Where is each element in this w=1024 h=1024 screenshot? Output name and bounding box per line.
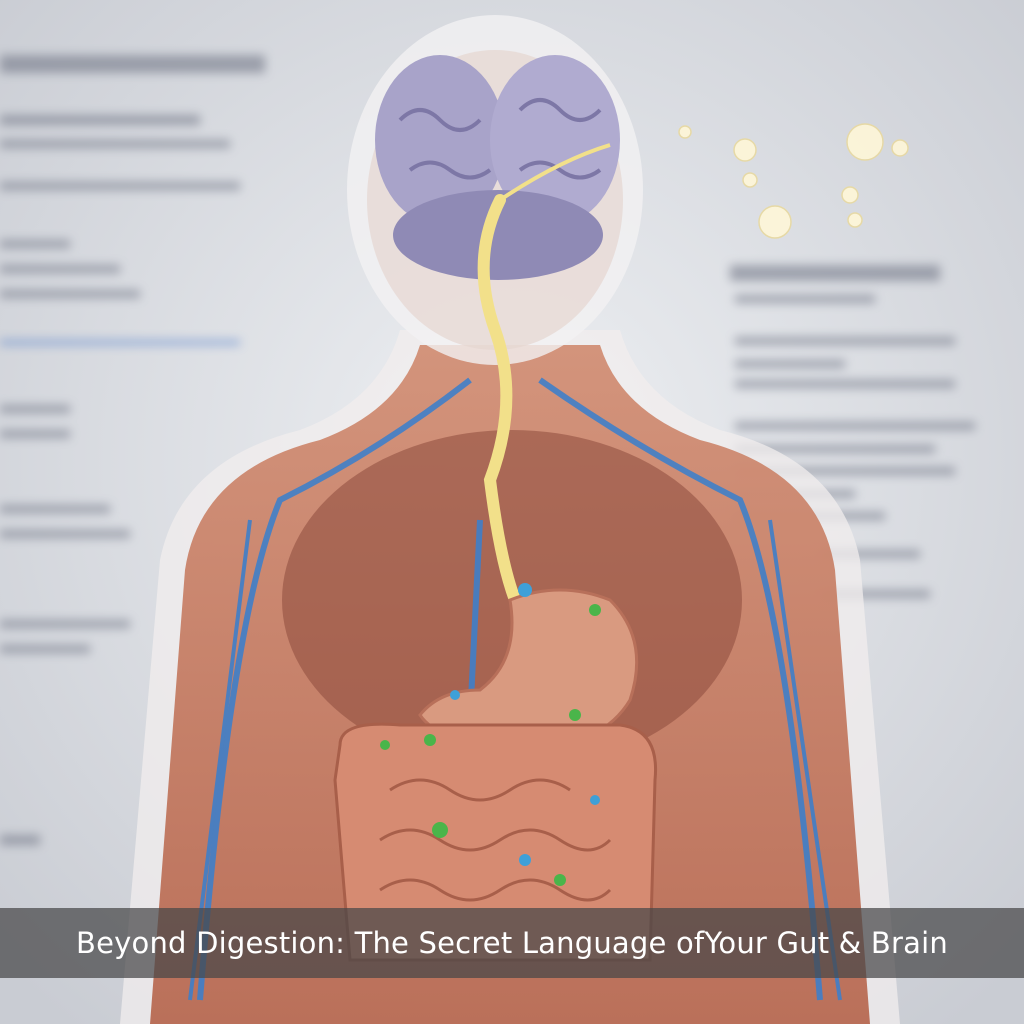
human-figure: [120, 15, 909, 1024]
gut-bacteria: [380, 583, 601, 886]
caption-band: Beyond Digestion: The Secret Language of…: [0, 908, 1024, 978]
vagus-nerve: [477, 194, 521, 606]
intestines: [333, 722, 658, 962]
veins: [188, 377, 842, 1001]
signal-particles: [678, 123, 909, 239]
brain: [375, 55, 620, 280]
caption-title: Beyond Digestion: The Secret Language of…: [76, 926, 948, 960]
nerve-branch: [498, 143, 611, 202]
